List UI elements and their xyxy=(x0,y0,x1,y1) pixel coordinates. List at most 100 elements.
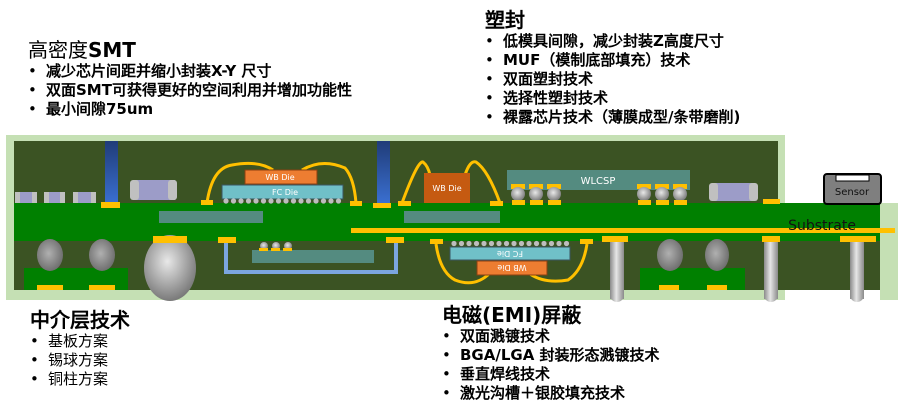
pad xyxy=(673,184,687,189)
list-item: 垂直焊线技术 xyxy=(440,365,660,384)
pad xyxy=(637,184,651,189)
vertical-wire-shield xyxy=(105,141,118,203)
solder-ball xyxy=(637,187,651,201)
micro-bump xyxy=(268,198,274,204)
passive-component xyxy=(130,180,177,200)
sensor: Sensor xyxy=(823,173,882,205)
pad xyxy=(529,184,543,189)
stacked-die-bottom: FC Die WB Die xyxy=(430,239,593,285)
list-item: 双面溅镀技术 xyxy=(440,327,660,346)
micro-bump xyxy=(275,198,282,204)
micro-bump xyxy=(238,198,244,204)
bump-row xyxy=(223,198,342,204)
section-title: 电磁(EMI)屏蔽 xyxy=(442,303,582,327)
stacked-die: FC Die WB Die xyxy=(201,161,362,206)
rdl-trace xyxy=(224,241,398,274)
bump-row xyxy=(511,184,687,205)
solder-ball xyxy=(547,187,561,201)
solder-ball xyxy=(529,187,543,201)
micro-bump xyxy=(260,198,267,204)
pad xyxy=(37,285,63,290)
solder-ball xyxy=(673,187,687,201)
passive-component xyxy=(709,183,758,201)
micro-bump xyxy=(533,240,540,247)
wire-bond-die: WB Die xyxy=(398,160,503,206)
fc-die xyxy=(449,246,571,261)
solder-ball xyxy=(37,239,63,271)
list-item: 低模具间隙，减少封装Z高度尺寸 xyxy=(483,32,740,51)
solder-ball xyxy=(655,187,669,201)
section-title: 高密度SMT xyxy=(28,38,352,62)
pad xyxy=(530,200,543,205)
list-item: 裸露芯片技术（薄膜成型/条带磨削) xyxy=(483,108,740,127)
micro-bump xyxy=(488,240,495,247)
micro-bump xyxy=(503,240,510,247)
passive-component xyxy=(73,192,96,203)
micro-bump xyxy=(548,240,555,247)
wb-die-label: WB Die xyxy=(432,184,461,193)
micro-bump xyxy=(511,240,517,247)
section-high-density-smt: 高密度SMT 减少芯片间距并缩小封装X-Y 尺寸 双面SMT可获得更好的空间利用… xyxy=(28,38,352,119)
micro-bump xyxy=(556,240,562,247)
micro-bump xyxy=(230,198,237,204)
pad xyxy=(548,200,561,205)
micro-bump xyxy=(541,240,547,247)
micro-bump xyxy=(245,198,252,204)
pad xyxy=(101,202,120,208)
micro-bump xyxy=(335,198,342,204)
micro-bump xyxy=(305,198,312,204)
solder-ball xyxy=(657,239,683,271)
pad xyxy=(763,199,780,204)
title-prefix: 高密度 xyxy=(28,38,88,62)
bullet-list: 基板方案 锡球方案 铜柱方案 xyxy=(28,332,130,389)
wb-die xyxy=(424,173,470,203)
list-item: 双面塑封技术 xyxy=(483,70,740,89)
micro-bump xyxy=(298,198,304,204)
micro-bump xyxy=(466,240,472,247)
wb-die-label: WB Die xyxy=(265,173,294,182)
section-emi-shielding: 电磁(EMI)屏蔽 双面溅镀技术 BGA/LGA 封装形态溅镀技术 垂直焊线技术… xyxy=(442,303,660,403)
micro-bump xyxy=(451,240,457,247)
bullet-list: 减少芯片间距并缩小封装X-Y 尺寸 双面SMT可获得更好的空间利用并增加功能性 … xyxy=(26,62,352,119)
section-title: 塑封 xyxy=(485,8,525,32)
passive-component xyxy=(15,192,37,203)
micro-bump xyxy=(496,240,502,247)
list-item: 激光沟槽＋银胶填充技术 xyxy=(440,384,660,403)
pad xyxy=(386,237,404,243)
sensor-label: Sensor xyxy=(835,187,870,198)
substrate-label: Substrate xyxy=(788,218,856,234)
fc-die-label: FC Die xyxy=(497,249,523,258)
vertical-wire-shield xyxy=(377,141,390,203)
micro-bump xyxy=(328,198,334,204)
pad xyxy=(707,285,727,290)
list-item: 铜柱方案 xyxy=(28,370,130,389)
emi-shield-right xyxy=(880,203,898,300)
wlcsp-label: WLCSP xyxy=(581,176,616,187)
bullet-list: 低模具间隙，减少封装Z高度尺寸 MUF（模制底部填充）技术 双面塑封技术 选择性… xyxy=(483,32,740,127)
micro-bump xyxy=(223,198,229,204)
copper-pillar xyxy=(762,236,780,302)
section-interposer: 中介层技术 基板方案 锡球方案 铜柱方案 xyxy=(30,308,130,389)
bump-row xyxy=(451,240,570,247)
pad xyxy=(373,203,391,208)
micro-bump xyxy=(458,240,465,247)
interposer-board-right xyxy=(640,268,745,290)
wb-die xyxy=(244,169,318,185)
pad xyxy=(659,285,679,290)
section-title: 中介层技术 xyxy=(30,308,130,332)
wb-die-label: WB Die xyxy=(497,263,526,272)
micro-bump xyxy=(563,240,570,247)
micro-bump xyxy=(313,198,319,204)
pad xyxy=(512,200,525,205)
bullet-list: 双面溅镀技术 BGA/LGA 封装形态溅镀技术 垂直焊线技术 激光沟槽＋银胶填充… xyxy=(440,327,660,403)
pad xyxy=(638,200,651,205)
micro-bump xyxy=(253,198,259,204)
embedded-die xyxy=(159,211,263,223)
list-item: 双面SMT可获得更好的空间利用并增加功能性 xyxy=(26,81,352,100)
copper-pillar xyxy=(840,236,876,302)
micro-bump xyxy=(518,240,525,247)
large-solder-ball xyxy=(144,235,196,301)
micro-bump xyxy=(290,198,297,204)
section-molding: 塑封 低模具间隙，减少封装Z高度尺寸 MUF（模制底部填充）技术 双面塑封技术 … xyxy=(485,8,740,127)
list-item: 减少芯片间距并缩小封装X-Y 尺寸 xyxy=(26,62,352,81)
